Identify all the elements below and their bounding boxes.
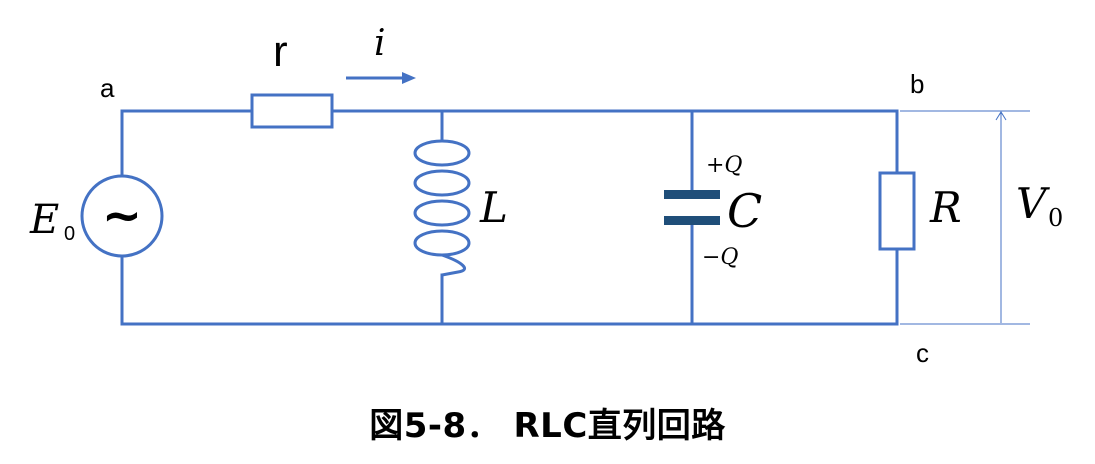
source-label: E (29, 197, 59, 243)
source-subscript: 0 (64, 223, 75, 245)
capacitor-label: C (727, 184, 762, 238)
internal-resistor-label: r (273, 27, 288, 76)
node-b-label: b (910, 69, 924, 99)
voltage-label: V (1016, 179, 1050, 228)
figure-caption: 図5-8． RLC直列回路 (369, 406, 726, 446)
current-label: i (374, 23, 386, 64)
load-resistor-label: R (929, 183, 962, 232)
ac-source-symbol: ~ (102, 188, 142, 244)
inductor-coil (413, 139, 471, 277)
capacitor-bottom-plate (664, 216, 720, 225)
voltage-subscript: 0 (1048, 204, 1063, 232)
capacitor-plus-label: +Q (706, 153, 742, 178)
current-arrow-head (402, 72, 416, 84)
ac-source-circle (80, 174, 164, 258)
capacitor-minus-label: −Q (702, 245, 738, 270)
current-arrow (346, 72, 416, 84)
inductor-label: L (479, 183, 508, 232)
node-a-label: a (100, 73, 115, 103)
capacitor-top-plate (664, 190, 720, 199)
internal-resistor (250, 93, 334, 129)
voltage-marker (900, 110, 1030, 325)
capacitor (664, 190, 720, 225)
load-resistor (878, 171, 916, 251)
voltage-marker-arrowhead (995, 111, 1007, 121)
wires (120, 109, 899, 326)
node-c-label: c (916, 338, 929, 368)
ac-source: ~ (80, 174, 164, 258)
